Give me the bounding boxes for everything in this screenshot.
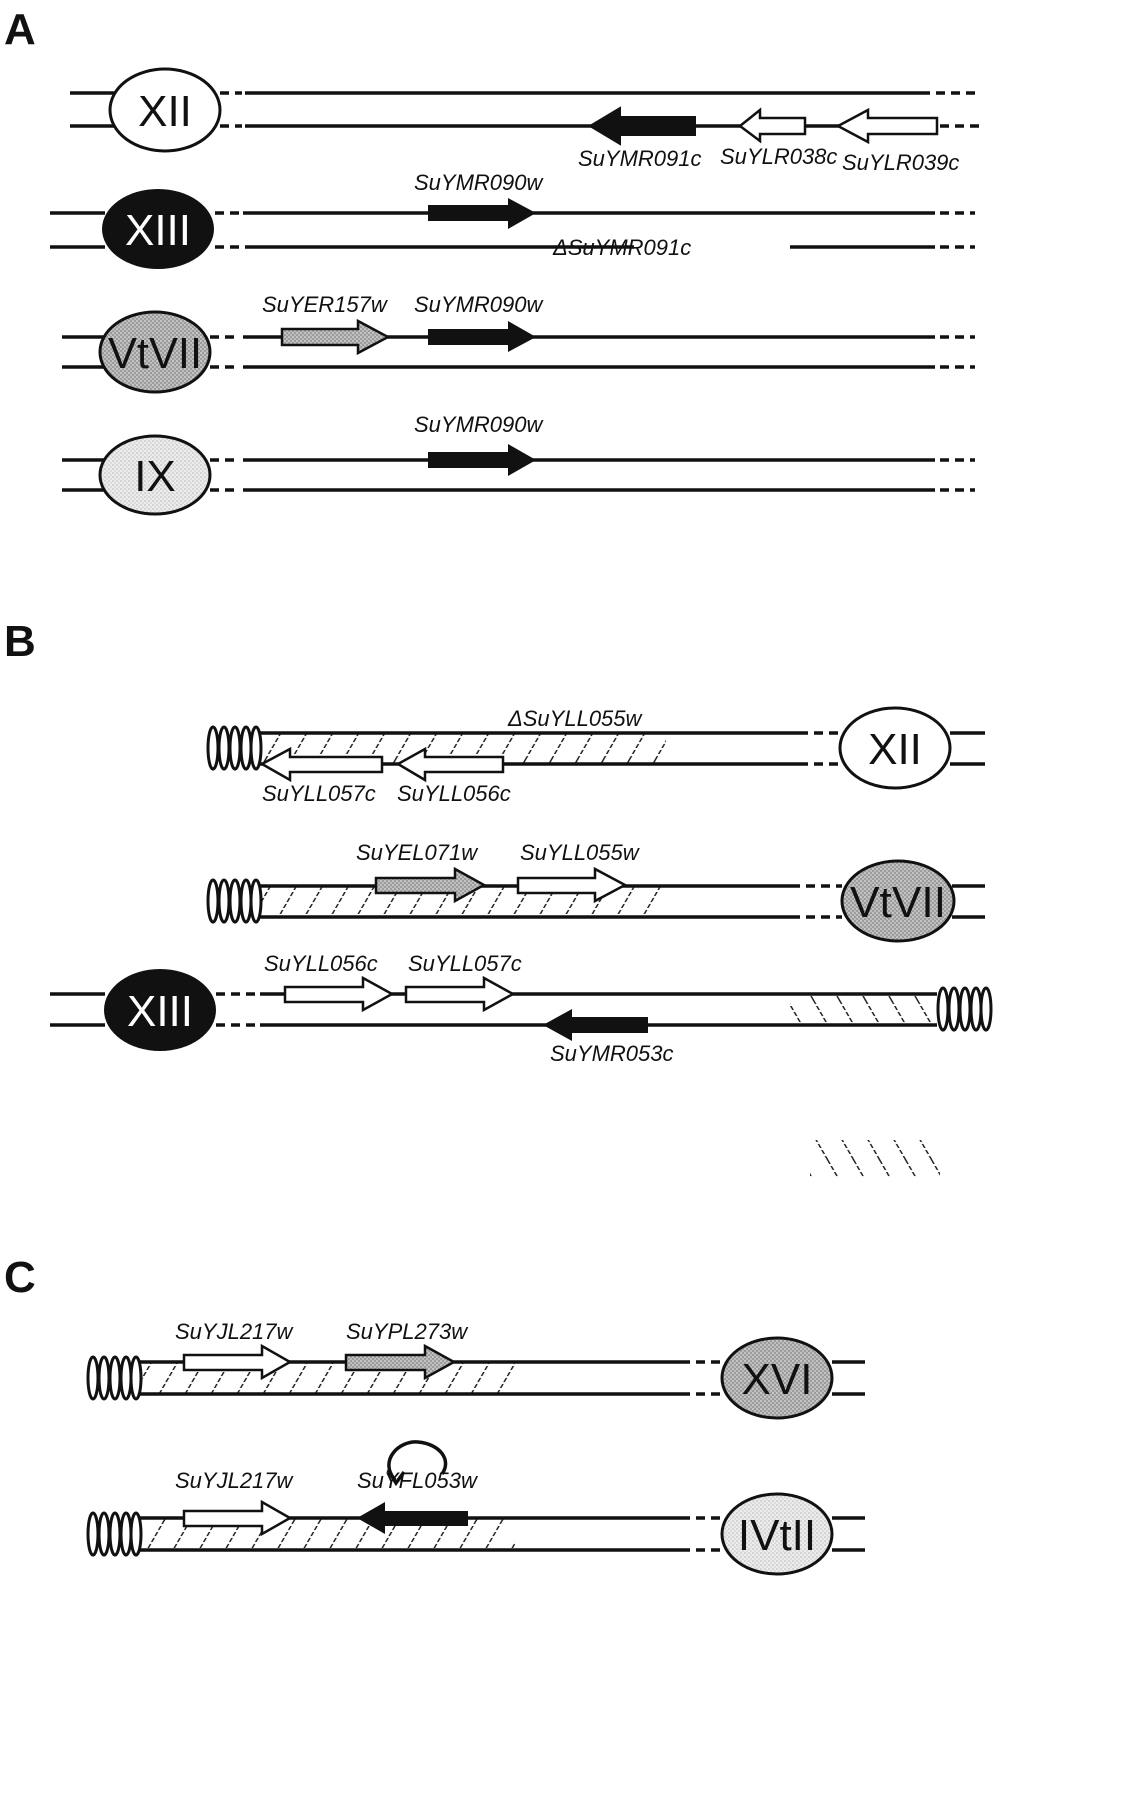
chromosome-label: IX [134, 452, 176, 501]
chromosome-label: XIII [125, 206, 191, 255]
centromere-ix: IX [98, 434, 212, 516]
chromosome-row-a4: IX SuYMR090w [62, 412, 975, 516]
gene-arrow-suyfl053w [357, 1502, 468, 1534]
gene-label: SuYJL217w [175, 1319, 295, 1344]
panel-label-c: C [4, 1253, 36, 1302]
gene-label: SuYFL053w [357, 1468, 479, 1493]
chromosome-row-a3: VtVII SuYER157w SuYMR090w [62, 292, 975, 394]
gene-arrow-suymr053c [543, 1009, 648, 1041]
gene-label: SuYLL055w [520, 840, 641, 865]
gene-label: SuYLL057c [262, 781, 376, 806]
gene-arrow-suyll056c [395, 746, 505, 783]
gene-label: SuYLL056c [397, 781, 511, 806]
telomere-repeat [206, 878, 263, 924]
panel-label-a: A [4, 5, 36, 54]
gene-label: SuYMR091c [578, 146, 702, 171]
chromosome-row-b3: XIII SuYLL056c SuYLL057c SuYMR053c [50, 951, 993, 1177]
telomere-repeat [86, 1511, 143, 1557]
telomere-repeat [86, 1355, 143, 1401]
gene-label: SuYLR039c [842, 150, 959, 175]
gene-label: SuYLL057c [408, 951, 522, 976]
gene-arrow-suylr039c [835, 107, 939, 145]
chromosome-label: XII [138, 87, 192, 136]
centromere-xii: XII [108, 67, 222, 153]
gene-arrow-suyer157w [280, 318, 391, 356]
gene-arrow-suymr090w [428, 321, 536, 352]
centromere-xiii: XIII [104, 969, 216, 1051]
deletion-label: ΔSuYLL055w [507, 706, 644, 731]
chromosome-row-a1: XII SuYMR091c SuYLR038c SuYLR039c [70, 67, 980, 175]
gene-arrow-suyjl217w [182, 1343, 293, 1381]
chromosome-label: XII [868, 725, 922, 774]
gene-arrow-suyll056c-fwd [283, 975, 395, 1013]
gene-label: SuYMR053c [550, 1041, 674, 1066]
telomere-repeat [936, 986, 993, 1032]
gene-arrow-suylr038c [737, 107, 807, 144]
chromosome-row-a2: XIII SuYMR090w ΔSuYMR091c [50, 170, 975, 269]
centromere-xvi: XVI [720, 1336, 834, 1420]
deletion-label: ΔSuYMR091c [552, 235, 691, 260]
chromosome-row-c2: IVtII SuYJL217w SuYFL053w [86, 1440, 865, 1576]
chromosome-row-b2: VtVII SuYEL071w SuYLL055w [206, 840, 985, 943]
chromosome-label: XVI [742, 1355, 813, 1404]
gene-arrow-suyjl217w [182, 1499, 293, 1537]
gene-label: SuYMR090w [414, 170, 545, 195]
gene-label: SuYMR090w [414, 292, 545, 317]
centromere-xiii: XIII [102, 189, 214, 269]
gene-label: SuYLR038c [720, 144, 837, 169]
gene-label: SuYER157w [262, 292, 389, 317]
chromosome-label: IVtII [738, 1511, 816, 1560]
chromosome-row-b1: XII ΔSuYLL055w SuYLL057c SuYLL056c [206, 706, 985, 806]
centromere-vtvii: VtVII [840, 859, 956, 943]
gene-label: SuYJL217w [175, 1468, 295, 1493]
gene-label: SuYEL071w [356, 840, 479, 865]
gene-arrow-suymr091c [588, 106, 696, 146]
gene-label: SuYPL273w [346, 1319, 469, 1344]
gene-arrow-suymr090w [428, 198, 536, 229]
chromosome-label: XIII [127, 987, 193, 1036]
gene-arrow-suyll055w [516, 866, 628, 904]
centromere-ivtii: IVtII [720, 1492, 834, 1576]
gene-arrow-suyll057c-fwd [404, 975, 516, 1013]
centromere-xii: XII [838, 706, 952, 790]
chromosome-label: VtVII [850, 878, 946, 927]
chromosome-row-c1: XVI SuYJL217w SuYPL273w [86, 1319, 865, 1420]
chromosome-label: VtVII [108, 329, 202, 378]
circular-arrow-icon [386, 1440, 448, 1487]
gene-arrow-suypl273w [344, 1343, 457, 1381]
telomere-repeat [206, 725, 263, 771]
panel-label-b: B [4, 617, 36, 666]
gene-arrow-suyll057c [259, 746, 384, 783]
gene-label: SuYLL056c [264, 951, 378, 976]
gene-arrow-suyel071w [374, 866, 487, 904]
gene-arrow-suymr090w [428, 444, 536, 476]
gene-label: SuYMR090w [414, 412, 545, 437]
centromere-vtvii: VtVII [98, 310, 212, 394]
